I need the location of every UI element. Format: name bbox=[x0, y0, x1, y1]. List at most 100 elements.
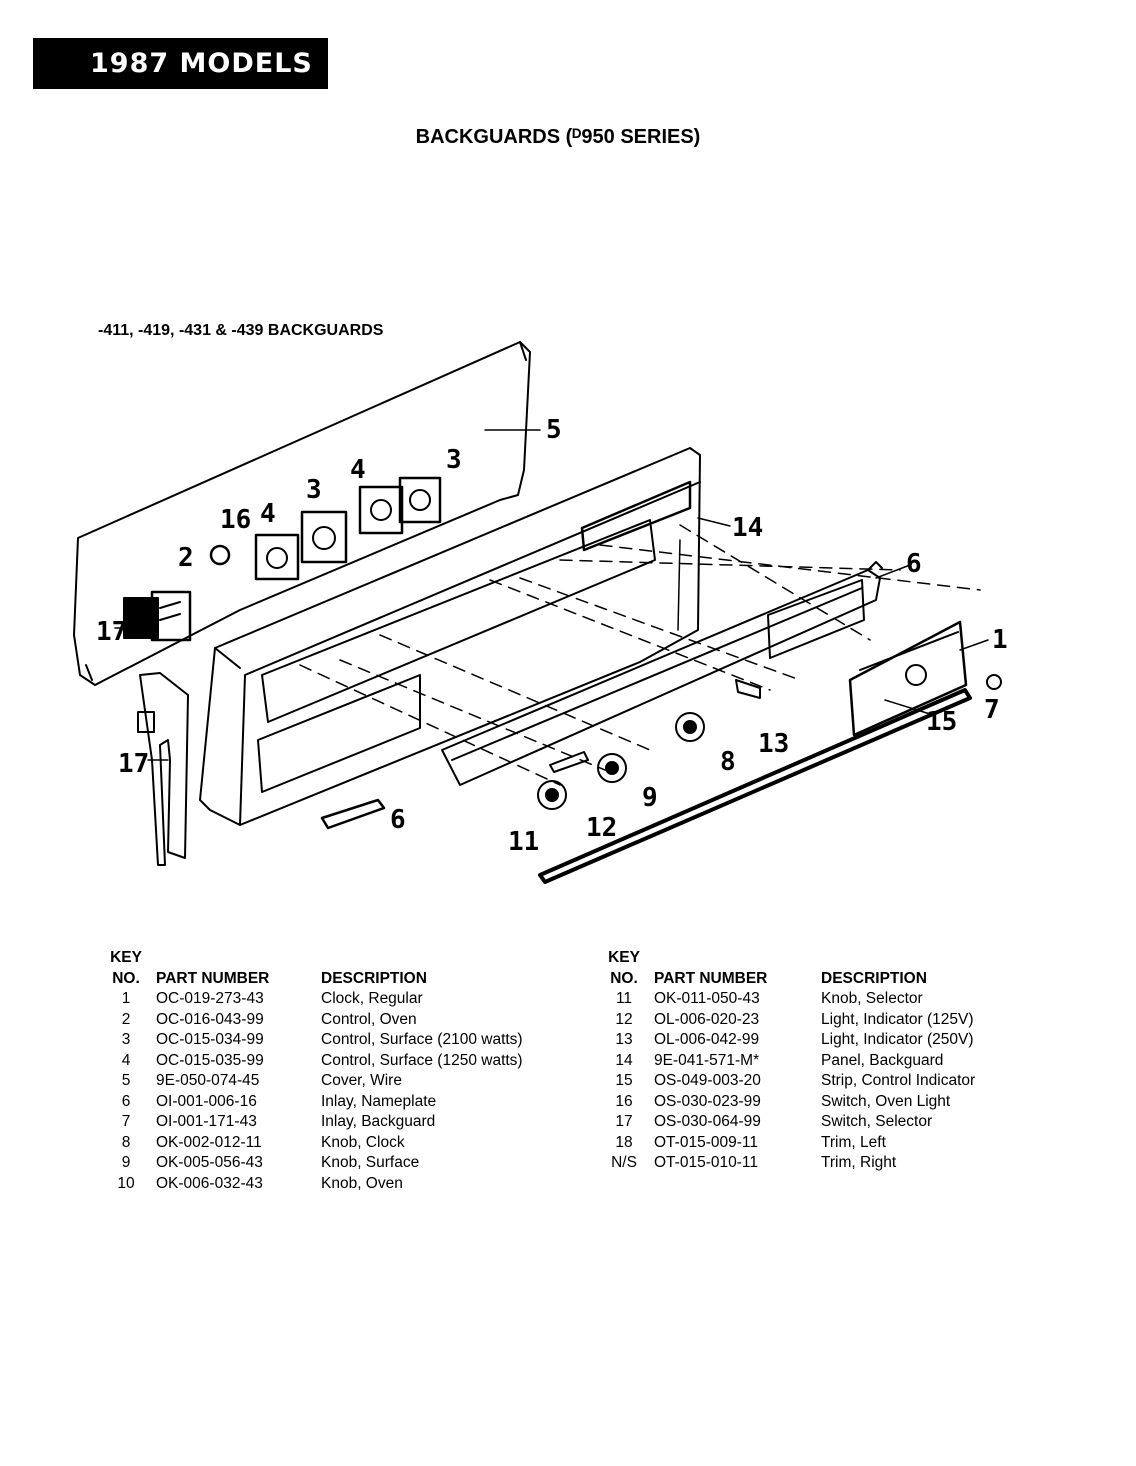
description-cell: Light, Indicator (125V) bbox=[821, 1010, 974, 1028]
part-number-cell: OK-002-012-11 bbox=[156, 1133, 262, 1151]
table-row: 3 OC-015-034-99 Control, Surface (2100 wat… bbox=[104, 1030, 523, 1051]
key-cell: 18 bbox=[615, 1133, 633, 1151]
part-number-cell: OC-019-273-43 bbox=[156, 990, 264, 1007]
clock-knob-part bbox=[986, 674, 1002, 690]
description-cell: Clock, Regular bbox=[321, 990, 423, 1007]
key-no-header: KEY NO. bbox=[602, 948, 646, 989]
parts-table-right: KEY NO. PART NUMBER DESCRIPTION 11 OK-011… bbox=[602, 948, 975, 1174]
description-cell: Trim, Left bbox=[821, 1133, 886, 1151]
key-cell: 17 bbox=[615, 1113, 633, 1130]
callout-4: 4 bbox=[350, 455, 366, 485]
part-number-cell: OK-011-050-43 bbox=[654, 990, 760, 1007]
part-number-cell: OC-015-035-99 bbox=[156, 1051, 264, 1069]
description-cell: Switch, Oven Light bbox=[821, 1092, 951, 1110]
table-row: 7 OI-001-171-43 Inlay, Backguard bbox=[104, 1112, 523, 1133]
nameplate-inlay-part bbox=[320, 798, 386, 830]
part-number-cell: OT-015-009-11 bbox=[654, 1133, 758, 1151]
key-cell: 4 bbox=[121, 1051, 131, 1069]
part-number-cell: OC-016-043-99 bbox=[156, 1010, 264, 1028]
assembly-guide-lines bbox=[299, 524, 981, 786]
description-cell: Strip, Control Indicator bbox=[821, 1072, 976, 1089]
key-header-line2: NO. bbox=[610, 969, 638, 987]
key-cell: 7 bbox=[121, 1113, 131, 1130]
description-cell: Control, Oven bbox=[321, 1010, 417, 1028]
key-cell: 9 bbox=[121, 1154, 131, 1171]
part-number-cell: OT-015-010-11 bbox=[654, 1154, 758, 1171]
part-number-cell: OI-001-006-16 bbox=[156, 1092, 257, 1110]
selector-switch-bracket bbox=[137, 672, 189, 866]
table-row: 12 OL-006-020-23 Light, Indicator (125V) bbox=[602, 1010, 975, 1031]
part-number-cell: OI-001-171-43 bbox=[156, 1113, 257, 1130]
key-cell: 8 bbox=[121, 1133, 131, 1151]
key-header-line1: KEY bbox=[608, 949, 640, 966]
key-cell: 10 bbox=[117, 1174, 135, 1192]
key-cell: 12 bbox=[615, 1010, 633, 1028]
surface-control-part bbox=[254, 476, 442, 581]
key-cell: N/S bbox=[611, 1154, 637, 1171]
callout-10: 9 bbox=[642, 783, 658, 813]
key-cell: 3 bbox=[121, 1031, 131, 1048]
callout-13: 12 bbox=[586, 813, 617, 843]
part-number-cell: OK-005-056-43 bbox=[156, 1154, 263, 1171]
models-year-banner: 1987 MODELS bbox=[33, 38, 328, 89]
description-header: DESCRIPTION bbox=[821, 969, 927, 987]
selector-switch-part bbox=[123, 597, 159, 639]
callout-2: 2 bbox=[178, 543, 194, 573]
description-cell: Light, Indicator (250V) bbox=[821, 1031, 974, 1048]
part-number-cell: OL-006-042-99 bbox=[654, 1031, 760, 1048]
table-row: 6 OI-001-006-16 Inlay, Nameplate bbox=[104, 1092, 523, 1113]
callout-17b: 17 bbox=[118, 749, 149, 779]
description-cell: Switch, Selector bbox=[821, 1113, 933, 1130]
key-cell: 11 bbox=[615, 990, 633, 1007]
callout-12: 13 bbox=[758, 729, 789, 759]
description-header: DESCRIPTION bbox=[321, 969, 427, 987]
callout-17: 17 bbox=[96, 617, 127, 647]
oven-light-switch-part bbox=[209, 544, 231, 566]
callout-1: 1 bbox=[992, 625, 1008, 655]
description-cell: Panel, Backguard bbox=[821, 1051, 944, 1069]
part-number-cell: OS-030-023-99 bbox=[654, 1092, 761, 1110]
wire-cover-part bbox=[73, 341, 531, 686]
part-number-cell: OL-006-020-23 bbox=[654, 1010, 760, 1028]
part-number-header: PART NUMBER bbox=[654, 969, 768, 987]
callout-8: 7 bbox=[984, 695, 1000, 725]
table-row: 1 OC-019-273-43 Clock, Regular bbox=[104, 989, 523, 1010]
callout-6: 6 bbox=[390, 805, 406, 835]
part-number-cell: OC-015-034-99 bbox=[156, 1031, 264, 1048]
description-cell: Cover, Wire bbox=[321, 1072, 402, 1089]
callout-9: 8 bbox=[720, 747, 736, 777]
description-cell: Control, Surface (2100 watts) bbox=[321, 1031, 523, 1048]
key-header-line2: NO. bbox=[112, 969, 140, 987]
description-cell: Inlay, Backguard bbox=[321, 1113, 436, 1130]
key-cell: 15 bbox=[615, 1072, 633, 1089]
diagram-drawing: 5 3 4 3 4 16 2 17 17 14 6 1 7 13 15 8 9 … bbox=[73, 341, 1008, 884]
callout-14: 14 bbox=[732, 513, 763, 543]
callout-4b: 4 bbox=[260, 499, 276, 529]
exploded-parts-diagram: 5 3 4 3 4 16 2 17 17 14 6 1 7 13 15 8 9 … bbox=[0, 330, 1136, 900]
description-cell: Inlay, Nameplate bbox=[321, 1092, 437, 1110]
key-cell: 1 bbox=[121, 990, 131, 1007]
key-no-header: KEY NO. bbox=[104, 948, 148, 989]
knob-parts bbox=[537, 712, 705, 810]
callout-16: 16 bbox=[220, 505, 251, 535]
key-cell: 5 bbox=[121, 1072, 131, 1089]
callout-leaders bbox=[114, 429, 989, 761]
key-cell: 6 bbox=[121, 1092, 131, 1110]
key-header-line1: KEY bbox=[110, 949, 142, 966]
callout-5: 5 bbox=[546, 415, 562, 445]
backguard-inlay-part bbox=[441, 561, 883, 786]
part-number-cell: OS-049-003-20 bbox=[654, 1072, 761, 1089]
callout-15: 15 bbox=[926, 707, 957, 737]
clock-part bbox=[848, 620, 968, 737]
